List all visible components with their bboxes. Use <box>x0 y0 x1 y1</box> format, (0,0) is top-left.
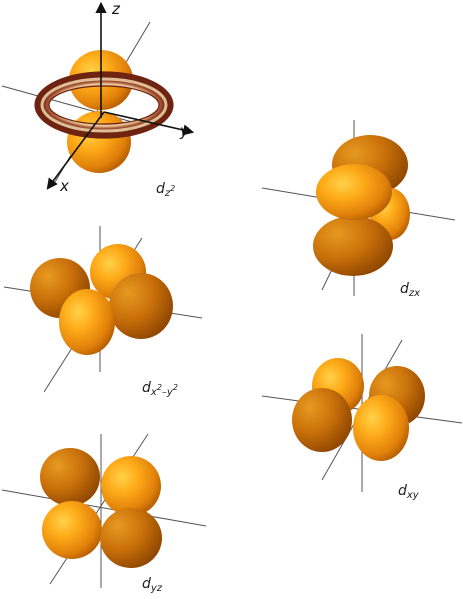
y-axis-label: y <box>180 122 189 140</box>
dz2-torus-outer-edge <box>34 71 174 139</box>
dxy-lobe-left <box>292 388 352 452</box>
label-dyz: dyz <box>142 576 163 594</box>
dyz-lobe-upper-left <box>40 448 100 506</box>
label-dzx: dzx <box>400 281 421 299</box>
dx2y2-lobe-right <box>109 273 173 339</box>
label-dxy: dxy <box>398 483 419 501</box>
dzx-front-lobe <box>316 164 392 220</box>
dz2-lower-lobe <box>67 111 131 173</box>
dz2-axis-oblique <box>1 85 155 129</box>
x-axis-label: x <box>60 177 69 195</box>
dx2y2-lobe-front <box>59 289 115 355</box>
orbital-dz2 <box>1 1 195 190</box>
dyz-lobe-upper-right <box>101 456 161 516</box>
dzx-back-lobe-lower <box>313 216 393 276</box>
orbital-dzx <box>261 120 456 296</box>
orbital-dx2y2 <box>3 226 203 393</box>
dyz-axis-horizontal <box>1 489 207 527</box>
dz2-torus-highlight <box>40 77 168 133</box>
dyz-lobe-lower-right <box>100 508 162 568</box>
dxy-lobe-front <box>353 395 409 461</box>
label-dx2y2: dx2–y2 <box>142 380 178 398</box>
dyz-lobe-lower-left <box>42 501 102 559</box>
orbital-dyz <box>1 433 207 588</box>
y-axis-arrow <box>103 111 195 136</box>
label-dz2: dz2 <box>156 181 176 199</box>
z-axis-label: z <box>112 0 120 18</box>
x-axis-arrow <box>46 111 105 190</box>
orbital-dxy <box>261 334 463 492</box>
dz2-torus-inner-edge <box>48 85 160 125</box>
